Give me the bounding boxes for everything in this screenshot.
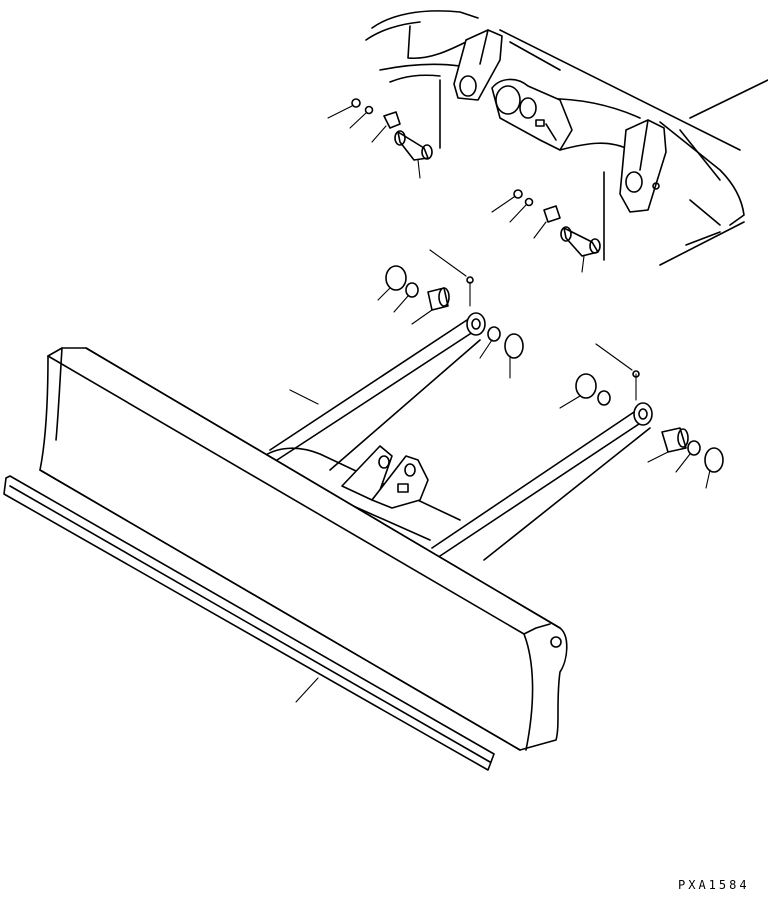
cutting-edge — [3, 475, 495, 771]
upper-pin-set-left — [327, 98, 433, 179]
right-arm-pin-set — [559, 343, 724, 489]
push-arm-right — [431, 402, 653, 561]
upper-pin-set-right — [491, 189, 601, 273]
push-arm-left — [269, 312, 486, 471]
drawing-code: PXA1584 — [678, 878, 750, 892]
dozer-blade — [39, 347, 568, 751]
chassis-frame — [365, 10, 768, 266]
left-arm-pin-set — [377, 249, 524, 379]
